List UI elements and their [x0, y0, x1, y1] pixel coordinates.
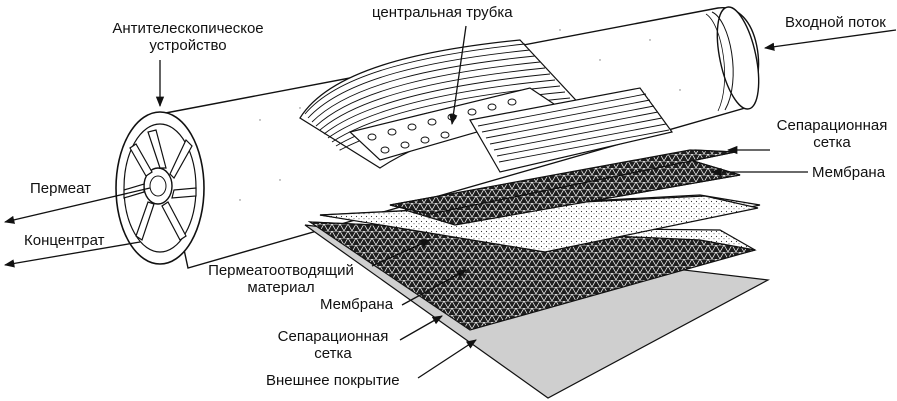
separation-mesh-bottom-label-line1: Сепарационная	[268, 328, 398, 345]
separation-mesh-bottom-label-line2: сетка	[268, 345, 398, 362]
permeate-carrier-label: Пермеатоотводящий материал	[196, 262, 366, 296]
concentrate-label: Концентрат	[24, 232, 105, 249]
separation-mesh-top-label: Сепарационная сетка	[768, 117, 896, 151]
separation-mesh-top-label-line2: сетка	[768, 134, 896, 151]
permeate-carrier-label-line2: материал	[196, 279, 366, 296]
anti-telescoping-label-line1: Антителескопическое	[98, 20, 278, 37]
permeate-label: Пермеат	[30, 180, 91, 197]
anti-telescoping-label: Антителескопическое устройство	[98, 20, 278, 54]
input-flow-label: Входной поток	[785, 14, 886, 31]
anti-telescoping-device	[116, 112, 204, 264]
outer-wrap-label: Внешнее покрытие	[266, 372, 400, 389]
membrane-right-label: Мембрана	[812, 164, 885, 181]
separation-mesh-bottom-label: Сепарационная сетка	[268, 328, 398, 362]
anti-telescoping-label-line2: устройство	[98, 37, 278, 54]
membrane-bottom-label: Мембрана	[320, 296, 393, 313]
separation-mesh-top-label-line1: Сепарационная	[768, 117, 896, 134]
permeate-carrier-label-line1: Пермеатоотводящий	[196, 262, 366, 279]
central-tube-label: центральная трубка	[372, 4, 513, 21]
